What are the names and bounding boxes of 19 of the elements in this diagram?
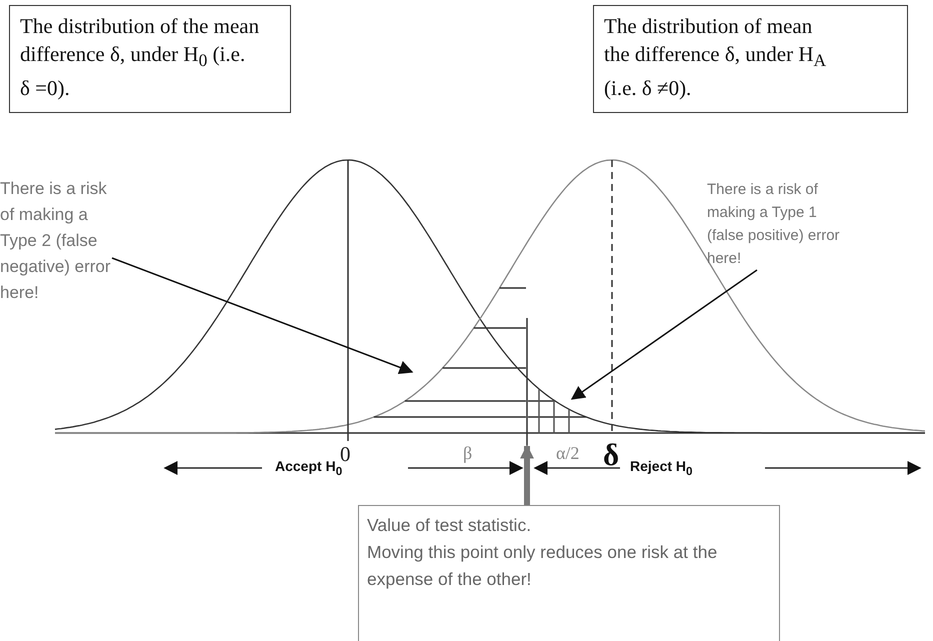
axis-label: α/2 xyxy=(556,443,580,464)
axis-label: β xyxy=(463,443,472,464)
hatched-region xyxy=(528,388,586,433)
annotation-text: There is a risk of making a Type 2 (false negative) error here! xyxy=(0,176,112,306)
text-box xyxy=(358,505,780,641)
critical-value-line xyxy=(526,318,528,446)
pointer-arrow xyxy=(520,444,534,505)
text-box: The distribution of mean the difference δ, under H$_{A}$ (i.e. δ ≠0). xyxy=(593,5,908,113)
leader-line xyxy=(112,257,414,374)
axis-label: 0 xyxy=(340,442,350,466)
box-text: Value of test statistic. xyxy=(367,514,532,537)
region-label: Accept H$_{0}$ xyxy=(275,458,342,478)
annotation-text: There is a risk of making a Type 1 (false positive) error here! xyxy=(707,178,857,270)
leader-line xyxy=(570,269,758,400)
axis-label: δ xyxy=(603,437,620,473)
region-label: Reject H$_{0}$ xyxy=(630,458,693,478)
hatched-region xyxy=(374,287,526,418)
box-text: Moving this point only reduces one risk at the expense of the other! xyxy=(367,541,718,591)
text-box: The distribution of the mean difference δ, under H$_{0}$ (i.e. δ =0). xyxy=(9,5,291,113)
